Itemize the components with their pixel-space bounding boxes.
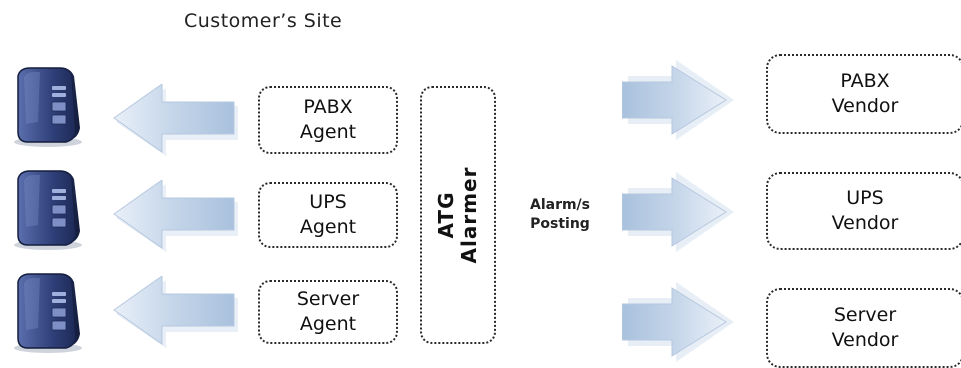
agent-label-line1: Server xyxy=(296,288,360,311)
diagram-title: Customer’s Site xyxy=(184,10,343,32)
alarmer-label-line1: ATG xyxy=(434,191,458,239)
server-tower-icon xyxy=(8,165,88,255)
right-arrow-icon xyxy=(621,282,740,366)
alarm-posting-label: Alarm/s Posting xyxy=(510,196,610,234)
server-tower-icon xyxy=(8,268,88,358)
posting-label-line1: Alarm/s xyxy=(529,197,591,213)
server-agent-box: Server Agent xyxy=(258,280,398,344)
alarmer-label-line2: Alarmer xyxy=(457,166,481,264)
atg-alarmer-box: ATG Alarmer xyxy=(420,86,496,344)
agent-label-line2: Agent xyxy=(299,313,357,335)
server-vendor-box: Server Vendor xyxy=(766,288,961,368)
pabx-vendor-box: PABX Vendor xyxy=(766,54,961,134)
ups-agent-box: UPS Agent xyxy=(258,182,398,248)
vendor-label-line1: UPS xyxy=(846,187,884,210)
vendor-label-line2: Vendor xyxy=(831,329,899,351)
posting-label-line2: Posting xyxy=(530,215,590,232)
left-arrow-icon xyxy=(112,83,242,160)
left-arrow-icon xyxy=(112,179,242,256)
server-tower-icon xyxy=(8,62,88,152)
ups-vendor-box: UPS Vendor xyxy=(766,172,961,250)
vendor-label-line1: Server xyxy=(833,304,897,327)
agent-label-line1: PABX xyxy=(303,96,353,119)
agent-label-line1: UPS xyxy=(309,191,347,214)
right-arrow-icon xyxy=(621,60,740,144)
left-arrow-icon xyxy=(112,275,242,352)
agent-label-line2: Agent xyxy=(299,121,357,143)
vendor-label-line1: PABX xyxy=(840,70,890,93)
pabx-agent-box: PABX Agent xyxy=(258,86,398,154)
vendor-label-line2: Vendor xyxy=(831,95,899,117)
right-arrow-icon xyxy=(621,172,740,256)
vendor-label-line2: Vendor xyxy=(831,212,899,234)
agent-label-line2: Agent xyxy=(299,216,357,238)
